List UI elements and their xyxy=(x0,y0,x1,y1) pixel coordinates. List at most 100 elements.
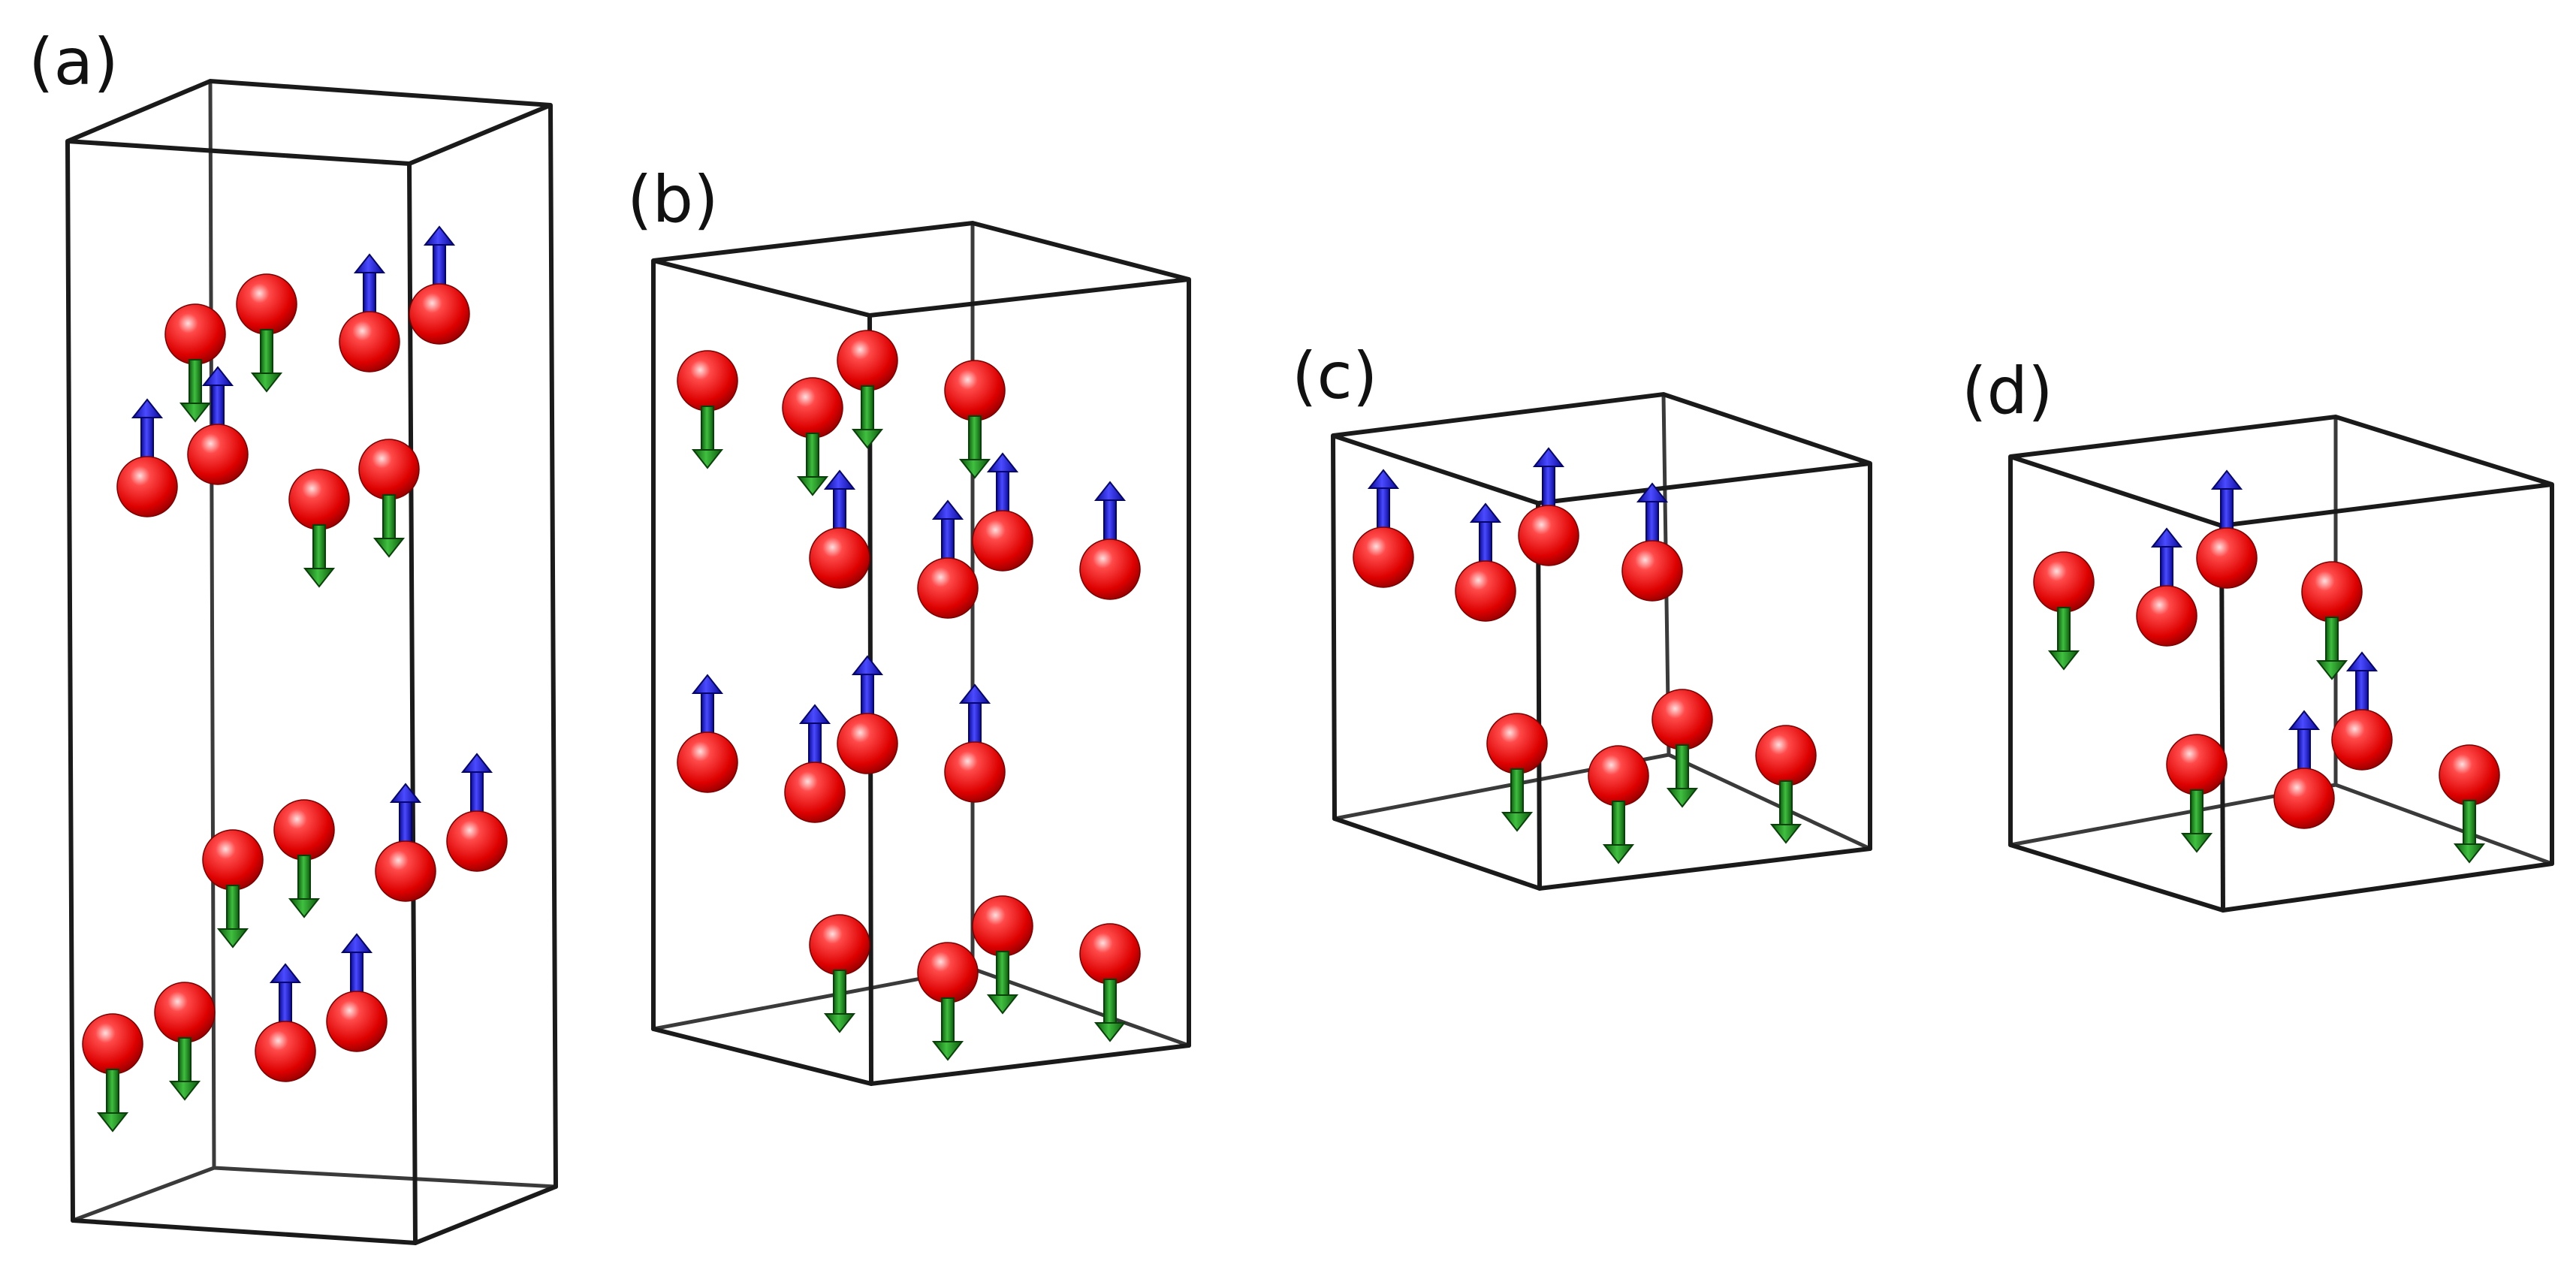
spin-up-arrow-part xyxy=(691,674,724,694)
spin-up-arrow xyxy=(1532,447,1565,511)
spin-up-arrow-part xyxy=(2220,488,2234,533)
panel-c: (c) xyxy=(1292,339,1872,891)
spin-down-arrow xyxy=(2180,789,2213,853)
spin-up-arrow-part xyxy=(1532,447,1565,467)
spin-down-arrow-part xyxy=(373,538,406,558)
spin-down-site xyxy=(782,377,843,496)
atom xyxy=(677,732,738,793)
spin-up-arrow xyxy=(931,499,964,563)
spin-up-arrow-part xyxy=(968,702,982,747)
atom xyxy=(809,914,870,976)
spin-down-arrow xyxy=(931,997,964,1061)
spin-down-site xyxy=(837,330,898,449)
spin-down-arrow-part xyxy=(178,1037,192,1082)
spin-down-arrow xyxy=(851,385,884,449)
spin-up-site xyxy=(326,933,388,1052)
spin-down-site xyxy=(1588,745,1649,864)
spin-down-arrow-part xyxy=(179,403,212,423)
cell-edge-d xyxy=(2219,523,2225,913)
cell-edge-c xyxy=(1536,501,1542,891)
spin-down-arrow-part xyxy=(250,373,283,393)
spin-down-arrow-part xyxy=(1612,801,1625,846)
atom xyxy=(1486,713,1548,774)
spin-up-arrow-part xyxy=(399,801,412,846)
spin-up-site xyxy=(809,469,870,589)
spin-up-site xyxy=(1518,447,1579,566)
spin-up-arrow xyxy=(2150,527,2183,591)
spin-up-arrow-part xyxy=(433,244,446,289)
atoms-d xyxy=(2033,469,2500,864)
spin-down-arrow-part xyxy=(2315,660,2348,680)
spin-up-arrow-part xyxy=(808,722,822,768)
spin-up-site xyxy=(2196,469,2258,589)
spin-up-arrow-part xyxy=(2210,469,2243,490)
spin-down-site xyxy=(358,439,420,558)
spin-up-site xyxy=(446,753,508,872)
spin-up-site xyxy=(837,655,898,774)
spin-up-arrow xyxy=(2345,651,2378,715)
spin-up-arrow-part xyxy=(823,469,856,490)
atom xyxy=(1651,689,1713,750)
spin-down-arrow-part xyxy=(1510,768,1524,813)
spin-down-site xyxy=(202,829,264,949)
spin-down-arrow-part xyxy=(96,1112,129,1133)
cell-edge-a xyxy=(407,161,418,1245)
cell-back-edge-a xyxy=(71,1166,216,1223)
spin-up-arrow-part xyxy=(1479,521,1492,566)
atom xyxy=(1518,505,1579,566)
atom xyxy=(2331,709,2393,771)
unit-cell-c xyxy=(1331,391,1872,891)
atoms-a xyxy=(82,225,508,1133)
spin-down-arrow-part xyxy=(2180,833,2213,853)
spin-down-arrow-part xyxy=(2190,789,2203,834)
atom xyxy=(809,527,870,589)
cell-top-face-d xyxy=(2010,414,2553,529)
spin-down-arrow-part xyxy=(2463,800,2476,845)
spin-up-arrow-part xyxy=(1103,499,1117,544)
cell-edge-a xyxy=(65,139,75,1223)
spin-up-arrow-part xyxy=(460,753,493,773)
spin-down-arrow-part xyxy=(288,898,321,919)
atom xyxy=(187,424,249,485)
spin-down-site xyxy=(82,1013,143,1133)
atom xyxy=(944,741,1006,803)
spin-up-arrow-part xyxy=(363,272,376,317)
spin-up-arrow xyxy=(353,253,386,317)
panel-label-c: (c) xyxy=(1292,339,1377,414)
spin-down-arrow xyxy=(216,885,249,949)
spin-down-site xyxy=(1079,923,1141,1042)
spin-down-arrow-part xyxy=(226,885,240,930)
atom xyxy=(1079,538,1141,600)
spin-up-arrow xyxy=(986,452,1019,516)
cell-back-edges-d xyxy=(2333,415,2554,866)
atom xyxy=(409,283,470,345)
spin-down-arrow xyxy=(958,415,991,479)
spin-down-arrow-part xyxy=(1501,812,1534,832)
panel-label-b: (b) xyxy=(627,162,719,237)
spin-down-arrow-part xyxy=(701,406,714,451)
spin-down-arrow xyxy=(986,951,1019,1015)
spin-up-arrow-part xyxy=(340,933,373,953)
spin-down-arrow xyxy=(691,406,724,469)
spin-up-arrow-part xyxy=(2288,710,2321,730)
spin-up-arrow-part xyxy=(131,398,164,418)
atom xyxy=(944,360,1006,421)
spin-down-arrow-part xyxy=(2047,650,2080,671)
spin-down-arrow-part xyxy=(1093,1022,1127,1042)
panel-a: (a) xyxy=(29,25,558,1246)
atom xyxy=(972,510,1033,572)
atom xyxy=(1621,540,1683,602)
atom xyxy=(82,1013,143,1075)
spin-up-arrow xyxy=(691,674,724,738)
spin-up-arrow-part xyxy=(140,417,154,462)
spin-down-arrow xyxy=(1666,744,1699,808)
spin-down-arrow-part xyxy=(216,928,249,949)
spin-down-arrow-part xyxy=(1779,780,1793,825)
spin-down-arrow xyxy=(1769,780,1802,844)
spin-up-arrow-part xyxy=(1377,487,1390,532)
spin-down-arrow-part xyxy=(941,997,955,1042)
atom xyxy=(917,942,979,1003)
atom xyxy=(677,350,738,412)
spin-down-arrow-part xyxy=(189,359,202,404)
